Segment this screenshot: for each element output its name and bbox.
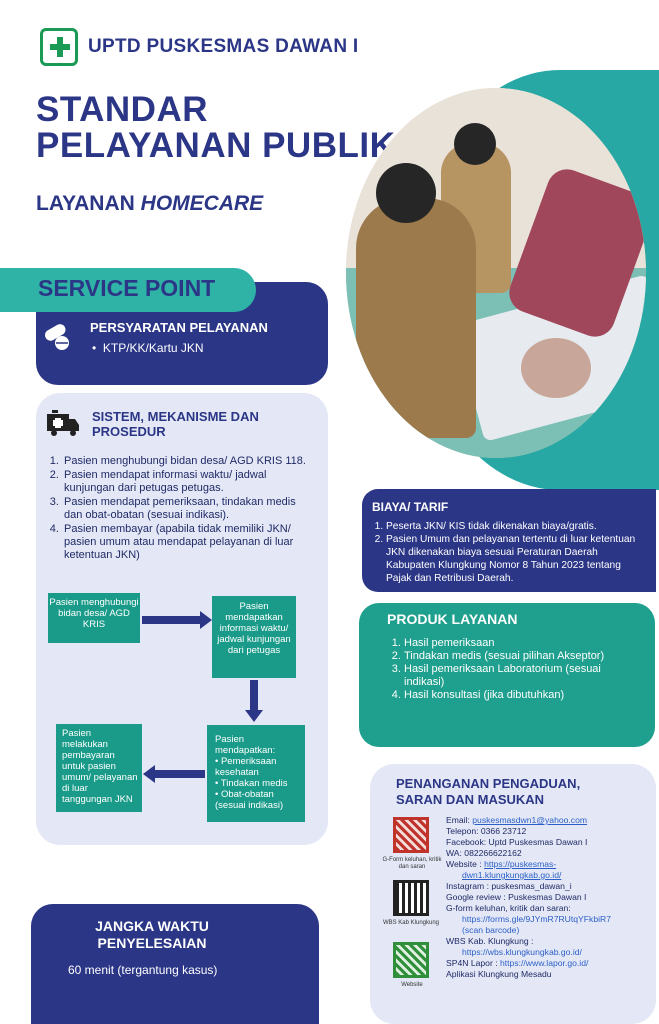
contact-app: Aplikasi Klungkung Mesadu <box>446 969 552 979</box>
fee-title: BIAYA/ TARIF <box>372 500 449 514</box>
flow-box-service-title: Pasien mendapatkan: <box>215 734 276 756</box>
complaints-title-line-2: SARAN DAN MASUKAN <box>396 792 545 807</box>
website-link[interactable]: https://puskesmas- <box>484 859 557 869</box>
product-item: Hasil konsultasi (jika dibutuhkan) <box>404 689 644 702</box>
contact-whatsapp: WA: 082266622162 <box>446 848 522 858</box>
contact-website: Website : https://puskesmas- <box>446 859 557 869</box>
system-title-line-2: PROSEDUR <box>92 424 166 439</box>
flow-arrowhead-down <box>245 710 263 722</box>
procedure-steps: Pasien menghubungi bidan desa/ AGD KRIS … <box>62 455 317 563</box>
product-item: Tindakan medis (sesuai pilihan Akseptor) <box>404 650 644 663</box>
service-point-tab <box>0 268 256 312</box>
fee-box <box>362 489 656 592</box>
wbs-link[interactable]: https://wbs.klungkungkab.go.id/ <box>462 947 582 957</box>
website-link-cont[interactable]: dwn1.klungkungkab.go.id/ <box>462 870 562 880</box>
flow-box-schedule: Pasien mendapatkan informasi waktu/ jadw… <box>212 596 296 678</box>
email-link[interactable]: puskesmasdwn1@yahoo.com <box>472 815 588 825</box>
completion-time-title: JANGKA WAKTU PENYELESAIAN <box>95 918 209 951</box>
ambulance-icon <box>47 410 79 436</box>
title-line-2: PELAYANAN PUBLIK <box>36 126 396 165</box>
contact-phone: Telepon: 0366 23712 <box>446 826 527 836</box>
flow-arrow-down <box>250 680 258 712</box>
product-item: Hasil pemeriksaan <box>404 637 644 650</box>
title-line-1: STANDAR <box>36 90 209 129</box>
contact-sp4n: SP4N Lapor : https://www.lapor.go.id/ <box>446 958 589 968</box>
flow-service-item: Obat-obatan (sesuai indikasi) <box>215 789 299 811</box>
contact-google-review: Google review : Puskesmas Dawan I <box>446 892 587 902</box>
contact-gform-label: G-form keluhan, kritik dan saran: <box>446 903 571 913</box>
product-box <box>359 603 655 747</box>
flow-box-service: Pasien mendapatkan: Pemeriksaan kesehata… <box>207 725 305 822</box>
gform-link[interactable]: https://forms.gle/9JYmR7RUtqYFkbiR7 <box>462 914 612 924</box>
requirements-title: PERSYARATAN PELAYANAN <box>90 320 268 335</box>
contact-facebook: Facebook: Uptd Puskesmas Dawan I <box>446 837 588 847</box>
procedure-step: Pasien menghubungi bidan desa/ AGD KRIS … <box>62 455 317 468</box>
contact-list: Email: puskesmasdwn1@yahoo.com Telepon: … <box>446 815 652 980</box>
service-point-label: SERVICE POINT <box>38 275 216 301</box>
contact-website-cont: dwn1.klungkungkab.go.id/ <box>446 870 652 881</box>
requirement-text: KTP/KK/Kartu JKN <box>102 341 204 355</box>
flow-arrow-left <box>153 770 205 778</box>
complaints-title-line-1: PENANGANAN PENGADUAN, <box>396 776 581 791</box>
fee-item: Pasien Umum dan pelayanan tertentu di lu… <box>386 533 648 585</box>
system-title-line-1: SISTEM, MEKANISME DAN <box>92 409 259 424</box>
flow-service-item: Pemeriksaan kesehatan <box>215 756 299 778</box>
subtitle-italic: HOMECARE <box>140 192 264 215</box>
flow-arrowhead-left <box>143 765 155 783</box>
contact-wbs-label: WBS Kab. Klungkung : <box>446 936 534 946</box>
flow-service-item: Tindakan medis <box>215 778 299 789</box>
pills-icon <box>44 324 69 350</box>
puskesmas-logo <box>40 28 78 66</box>
contact-instagram: Instagram : puskesmas_dawan_i <box>446 881 572 891</box>
wbs-qr-caption: WBS Kab Klungkung <box>382 920 440 926</box>
gform-qr-caption: G-Form keluhan, kritik dan saran <box>382 857 442 870</box>
service-subtitle: LAYANAN HOMECARE <box>36 192 263 216</box>
procedure-step: Pasien mendapat informasi waktu/ jadwal … <box>62 469 317 495</box>
contact-email: Email: puskesmasdwn1@yahoo.com <box>446 815 588 825</box>
requirement-item: • KTP/KK/Kartu JKN <box>92 341 204 355</box>
website-qr-code[interactable] <box>393 942 429 978</box>
system-title: SISTEM, MEKANISME DAN PROSEDUR <box>92 409 312 439</box>
complaints-title: PENANGANAN PENGADUAN, SARAN DAN MASUKAN <box>396 776 616 808</box>
completion-time-value: 60 menit (tergantung kasus) <box>68 963 218 977</box>
fee-item: Peserta JKN/ KIS tidak dikenakan biaya/g… <box>386 520 648 533</box>
product-title: PRODUK LAYANAN <box>387 611 518 627</box>
website-qr-caption: Website <box>401 982 423 988</box>
completion-time-box <box>31 904 319 1024</box>
homecare-photo <box>346 88 646 458</box>
gform-note: (scan barcode) <box>462 925 520 935</box>
flow-arrow-right <box>142 616 202 624</box>
procedure-step: Pasien membayar (apabila tidak memiliki … <box>62 523 317 562</box>
wbs-qr-code[interactable] <box>393 880 429 916</box>
product-list: Hasil pemeriksaan Tindakan medis (sesuai… <box>404 637 644 702</box>
fee-list: Peserta JKN/ KIS tidak dikenakan biaya/g… <box>386 520 648 585</box>
flow-arrowhead-right <box>200 611 212 629</box>
org-name: UPTD PUSKESMAS DAWAN I <box>88 36 359 57</box>
procedure-step: Pasien mendapat pemeriksaan, tindakan me… <box>62 496 317 522</box>
flow-box-payment: Pasien melakukan pembayaran untuk pasien… <box>56 724 142 812</box>
gform-qr-code[interactable] <box>393 817 429 853</box>
subtitle-prefix: LAYANAN <box>36 192 141 215</box>
sp4n-link[interactable]: https://www.lapor.go.id/ <box>499 958 589 968</box>
flow-box-contact: Pasien menghubungi bidan desa/ AGD KRIS <box>48 593 140 643</box>
page-title: STANDAR PELAYANAN PUBLIK <box>36 92 395 164</box>
product-item: Hasil pemeriksaan Laboratorium (sesuai i… <box>404 663 644 689</box>
